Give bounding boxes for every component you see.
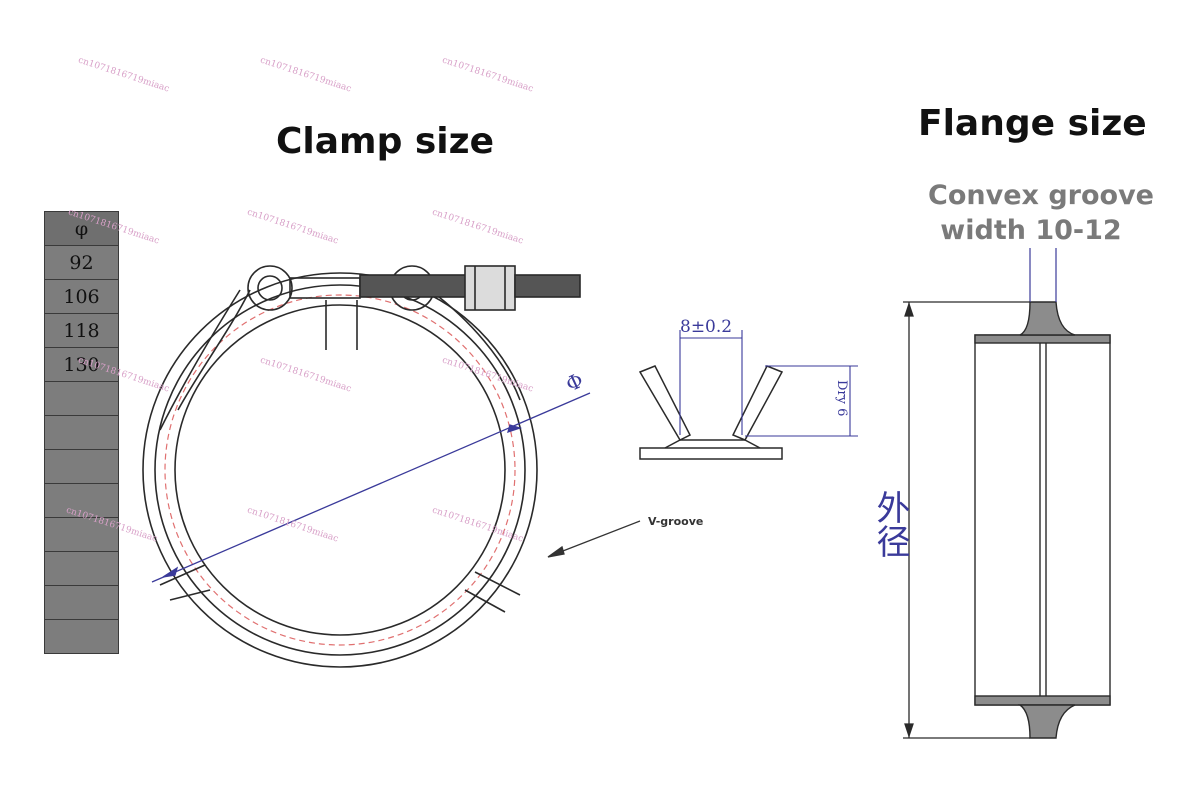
table-cell (44, 585, 119, 620)
convex-groove-label: Convex groove (928, 180, 1154, 211)
bolt-thread (359, 274, 471, 298)
groove-depth-dimension: Dry 6 (834, 380, 849, 416)
diameter-symbol: Φ (562, 368, 587, 397)
latch-arm-left (159, 289, 241, 431)
diameter-arrow-left (162, 566, 179, 578)
clamp-band-edge (154, 284, 526, 656)
groove-left-wall (638, 365, 692, 441)
v-groove-callout (547, 520, 641, 558)
table-cell: 130 (44, 347, 119, 382)
diameter-size-table: φ 92 106 118 130 (44, 211, 119, 654)
segment-gap-lower-right-b (464, 589, 506, 613)
clamp-outer-edge (142, 272, 538, 668)
flange-groove-extension (1029, 248, 1057, 302)
table-cell (44, 517, 119, 552)
groove-width-label: width 10-12 (940, 215, 1122, 246)
pivot-lug-left (247, 265, 293, 311)
flange-drawing (974, 301, 1111, 739)
pivot-pin-left (257, 275, 283, 301)
table-cell: 118 (44, 313, 119, 348)
table-cell (44, 449, 119, 484)
flange-size-title: Flange size (918, 103, 1147, 144)
outer-diameter-label: 外径 (870, 490, 910, 558)
flange-top-band (974, 334, 1111, 344)
bolt-tail-thread (514, 274, 581, 298)
clamp-inner-edge (174, 304, 506, 636)
latch-arm-right (429, 289, 521, 401)
groove-dimensions (679, 330, 858, 437)
table-cell (44, 483, 119, 518)
groove-right-wall (731, 365, 784, 441)
table-cell (44, 619, 119, 654)
bolt-nut (464, 265, 516, 311)
segment-gap-lower-right-a (474, 571, 521, 596)
table-header-phi: φ (44, 211, 119, 246)
table-cell: 92 (44, 245, 119, 280)
v-groove-label: V-groove (648, 515, 703, 528)
diameter-arrow-right (507, 424, 523, 434)
diameter-dimension (151, 392, 591, 583)
flange-bottom-band (974, 695, 1111, 706)
outer-diameter-dimension (903, 301, 1030, 739)
diameter-line (151, 392, 591, 583)
flange-top-lip (1019, 301, 1076, 336)
latch-arm-left-inner (177, 289, 251, 411)
groove-cross-section (638, 365, 784, 460)
table-cell (44, 381, 119, 416)
segment-gap-lower-left-a (159, 564, 206, 586)
table-cell (44, 551, 119, 586)
groove-base (639, 447, 783, 460)
flange-body (974, 334, 1111, 706)
table-cell: 106 (44, 279, 119, 314)
segment-gap-lower-left-b (169, 589, 211, 601)
flange-bottom-lip (1017, 704, 1076, 739)
groove-width-dimension: 8±0.2 (680, 317, 732, 337)
clamp-dashed-centerline (164, 294, 516, 646)
v-band-clamp-drawing (142, 265, 581, 668)
clamp-size-title: Clamp size (276, 121, 495, 162)
